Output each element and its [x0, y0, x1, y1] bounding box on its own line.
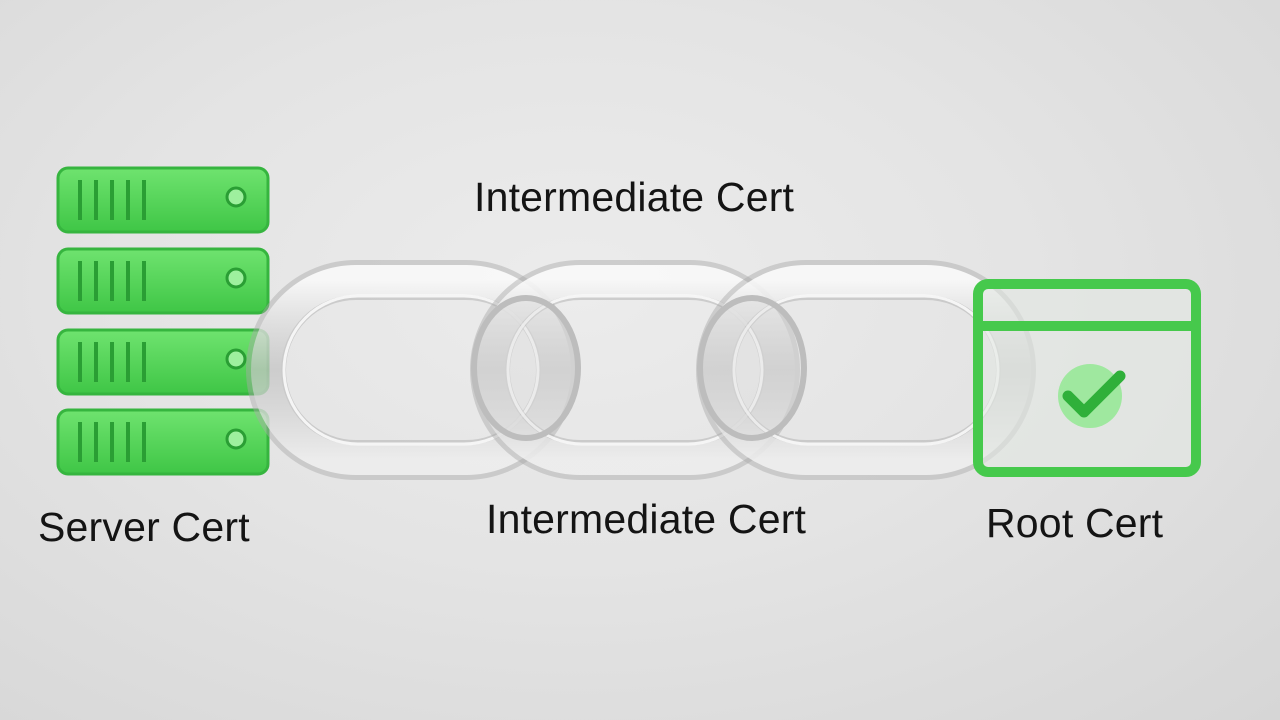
browser-window-check-icon [973, 279, 1201, 477]
checkmark-icon [1062, 370, 1126, 418]
server-unit [56, 328, 270, 396]
intermediate-cert-label-top: Intermediate Cert [474, 174, 795, 220]
chain-link [246, 260, 576, 480]
server-unit [56, 166, 270, 234]
intermediate-cert-label-bottom: Intermediate Cert [486, 496, 807, 542]
chain-link [470, 260, 800, 480]
check-badge [1058, 364, 1122, 428]
server-cert-label: Server Cert [38, 504, 250, 550]
server-rack-icon [56, 166, 270, 476]
chain-links-icon [246, 260, 1036, 480]
chain-joint [697, 295, 807, 441]
chain-joint [471, 295, 581, 441]
root-cert-label: Root Cert [986, 500, 1164, 546]
server-unit [56, 247, 270, 315]
server-unit [56, 408, 270, 476]
